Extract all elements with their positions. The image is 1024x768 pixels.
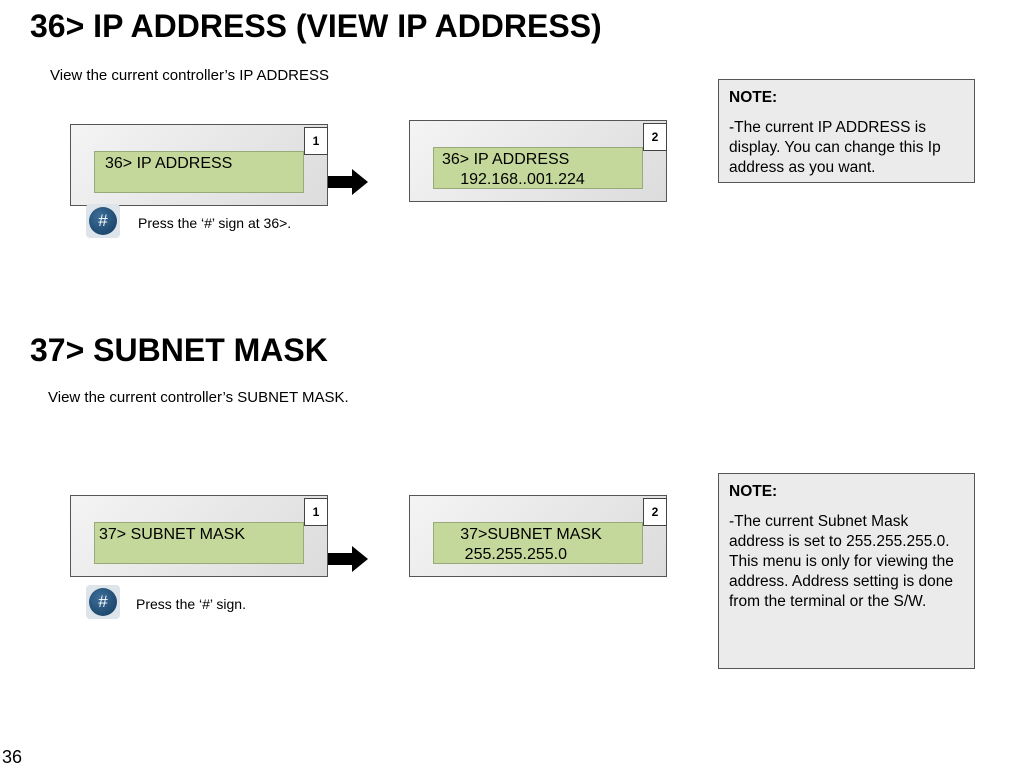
- lcd-line-1: 37>SUBNET MASK: [438, 526, 602, 543]
- step-badge: 2: [643, 123, 667, 151]
- step-badge: 1: [304, 127, 328, 155]
- section1-title: 36> IP ADDRESS (VIEW IP ADDRESS): [30, 8, 602, 44]
- right-arrow-icon: [328, 546, 368, 572]
- step-badge: 1: [304, 498, 328, 526]
- lcd-screen: 37>SUBNET MASK 255.255.255.0: [433, 522, 643, 564]
- section1-lcd-step1: 36> IP ADDRESS 1: [70, 124, 328, 206]
- lcd-screen: 36> IP ADDRESS 192.168..001.224: [433, 147, 643, 189]
- section2-note: NOTE: -The current Subnet Mask address i…: [718, 473, 975, 669]
- page-number: 36: [2, 747, 23, 767]
- section1-lcd-step2: 36> IP ADDRESS 192.168..001.224 2: [409, 120, 667, 202]
- lcd-screen: 37> SUBNET MASK: [94, 522, 304, 564]
- note-body: -The current IP ADDRESS is display. You …: [729, 119, 941, 176]
- section1-press-text: Press the ‘#’ sign at 36>.: [138, 215, 292, 231]
- lcd-line-1: 36> IP ADDRESS: [442, 151, 570, 168]
- section2-description: View the current controller’s SUBNET MAS…: [48, 389, 349, 406]
- section1-description: View the current controller’s IP ADDRESS: [50, 67, 330, 84]
- hash-key-icon: #: [86, 204, 120, 238]
- section2-title: 37> SUBNET MASK: [30, 332, 328, 368]
- right-arrow-icon: [328, 169, 368, 195]
- note-heading: NOTE:: [729, 89, 778, 106]
- lcd-line-2: 192.168..001.224: [438, 171, 585, 188]
- section2-press-text: Press the ‘#’ sign.: [136, 596, 246, 612]
- lcd-line-2: 255.255.255.0: [438, 546, 567, 563]
- section2-lcd-step1: 37> SUBNET MASK 1: [70, 495, 328, 577]
- lcd-line-1: 37> SUBNET MASK: [99, 526, 245, 543]
- lcd-screen: 36> IP ADDRESS: [94, 151, 304, 193]
- step-badge: 2: [643, 498, 667, 526]
- note-body: -The current Subnet Mask address is set …: [729, 513, 954, 610]
- section2-lcd-step2: 37>SUBNET MASK 255.255.255.0 2: [409, 495, 667, 577]
- lcd-line-1: 36> IP ADDRESS: [105, 155, 233, 172]
- note-heading: NOTE:: [729, 483, 778, 500]
- hash-key-icon: #: [86, 585, 120, 619]
- section1-note: NOTE: -The current IP ADDRESS is display…: [718, 79, 975, 183]
